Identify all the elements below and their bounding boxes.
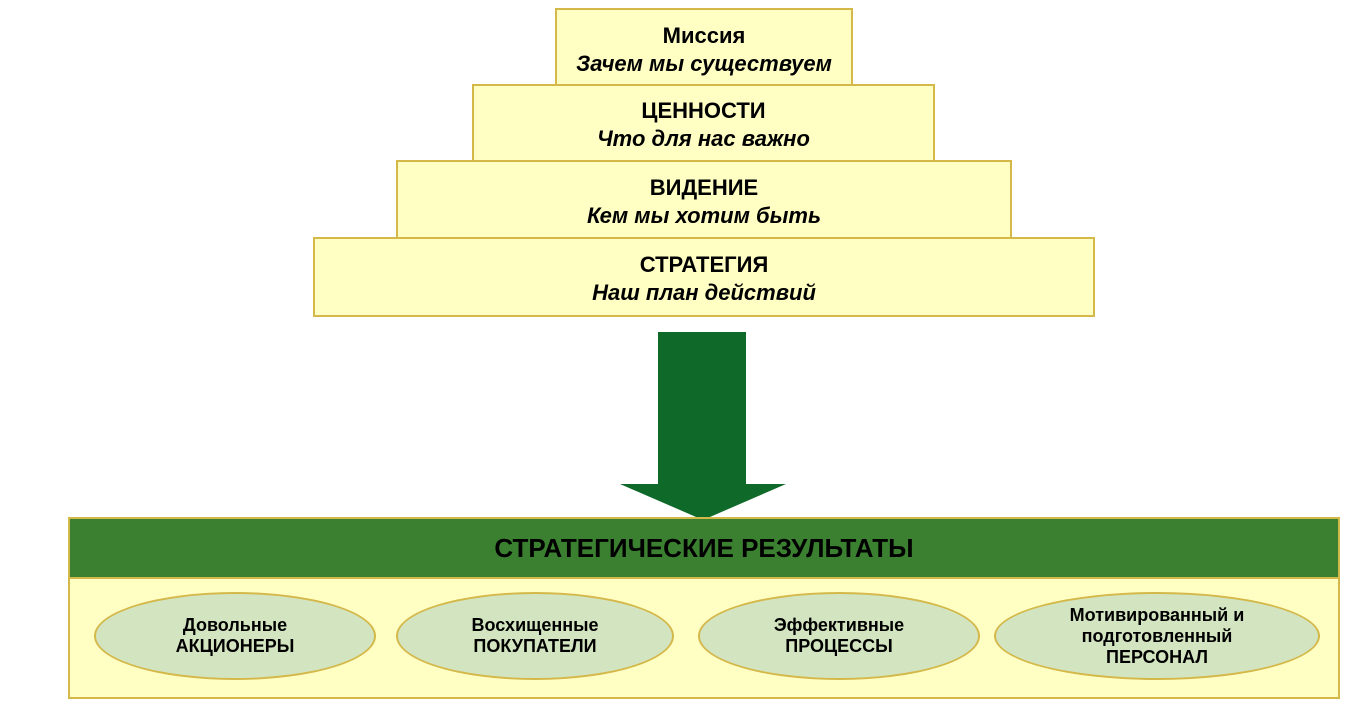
- result-line: ПОКУПАТЕЛИ: [473, 636, 597, 656]
- tier-subtitle: Что для нас важно: [597, 126, 810, 151]
- result-line: Эффективные: [773, 615, 905, 635]
- result-personnel: Мотивированный и подготовленный ПЕРСОНАЛ: [994, 592, 1320, 680]
- result-line: подготовленный: [1081, 625, 1233, 646]
- pyramid-tier-values: ЦЕННОСТИ Что для нас важно: [472, 84, 935, 162]
- result-shareholders: Довольные АКЦИОНЕРЫ: [94, 592, 376, 680]
- results-header: СТРАТЕГИЧЕСКИЕ РЕЗУЛЬТАТЫ: [70, 519, 1338, 579]
- result-processes: Эффективные ПРОЦЕССЫ: [698, 592, 980, 680]
- result-line: Мотивированный и: [1069, 604, 1245, 625]
- result-line: ПЕРСОНАЛ: [1106, 646, 1208, 667]
- arrow-shape: [620, 332, 786, 520]
- result-customers: Восхищенные ПОКУПАТЕЛИ: [396, 592, 674, 680]
- tier-subtitle: Кем мы хотим быть: [586, 203, 822, 228]
- strategic-results-panel: СТРАТЕГИЧЕСКИЕ РЕЗУЛЬТАТЫ Довольные АКЦИ…: [68, 517, 1340, 699]
- tier-subtitle: Зачем мы существуем: [576, 51, 832, 76]
- tier-subtitle: Наш план действий: [592, 280, 816, 305]
- tier-title: ЦЕННОСТИ: [641, 98, 766, 123]
- pyramid-tier-mission: Миссия Зачем мы существуем: [555, 8, 853, 86]
- pyramid-tier-vision: ВИДЕНИЕ Кем мы хотим быть: [396, 160, 1012, 239]
- result-line: АКЦИОНЕРЫ: [175, 636, 295, 656]
- result-line: ПРОЦЕССЫ: [785, 636, 893, 656]
- down-arrow-icon: [620, 332, 786, 520]
- pyramid-tier-strategy: СТРАТЕГИЯ Наш план действий: [313, 237, 1095, 317]
- result-line: Довольные: [182, 615, 288, 635]
- result-line: Восхищенные: [471, 615, 599, 635]
- tier-title: СТРАТЕГИЯ: [639, 252, 769, 277]
- tier-title: ВИДЕНИЕ: [649, 175, 759, 200]
- tier-title: Миссия: [662, 23, 746, 48]
